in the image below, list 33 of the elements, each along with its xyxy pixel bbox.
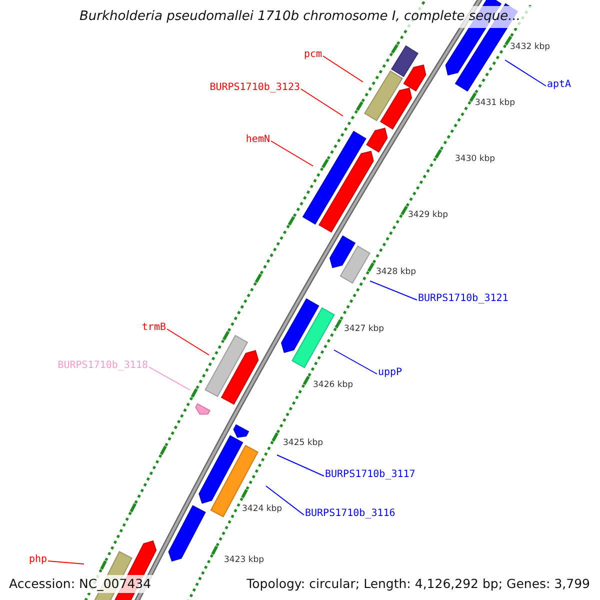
scale-label: 3423 kbp (224, 555, 264, 566)
scale-label: 3424 kbp (242, 504, 282, 515)
scale-label: 3429 kbp (408, 210, 448, 221)
gene-label: uppP (378, 366, 402, 380)
leader-line (266, 486, 304, 516)
gene-label: BURPS1710b_3116 (305, 507, 396, 521)
gene-label: php (28, 553, 47, 567)
gene-label: BURPS1710b_3123 (210, 81, 300, 95)
scale-label: 3427 kbp (344, 324, 384, 335)
map-info: Topology: circular; Length: 4,126,292 bp; Genes: 3,799 (246, 575, 590, 593)
leader-line (300, 88, 344, 116)
leader-line (48, 560, 84, 564)
leader-line (504, 60, 546, 86)
gene-label: hemN (246, 133, 270, 147)
scale-label: 3432 kbp (510, 42, 550, 53)
leader-line (270, 140, 314, 166)
scale-label: 3428 kbp (376, 267, 416, 278)
scale-label: 3431 kbp (475, 98, 516, 109)
leader-line (322, 56, 364, 82)
gene-label: BURPS1710b_3118 (58, 359, 148, 373)
scale-label: 3426 kbp (313, 380, 354, 391)
gene-label: trmB (142, 321, 166, 335)
gene-label: BURPS1710b_3121 (418, 292, 508, 306)
gene-label: pcm (304, 48, 322, 62)
leader-line (334, 350, 378, 374)
gene-label: BURPS1710b_3117 (325, 468, 416, 482)
gene-label: aptA (547, 78, 572, 92)
scale-label: 3430 kbp (455, 154, 496, 165)
leader-line (276, 454, 324, 476)
leader-line (166, 328, 210, 356)
leader-line (148, 366, 190, 390)
scale-label: 3425 kbp (283, 438, 324, 449)
leader-line (370, 280, 418, 300)
